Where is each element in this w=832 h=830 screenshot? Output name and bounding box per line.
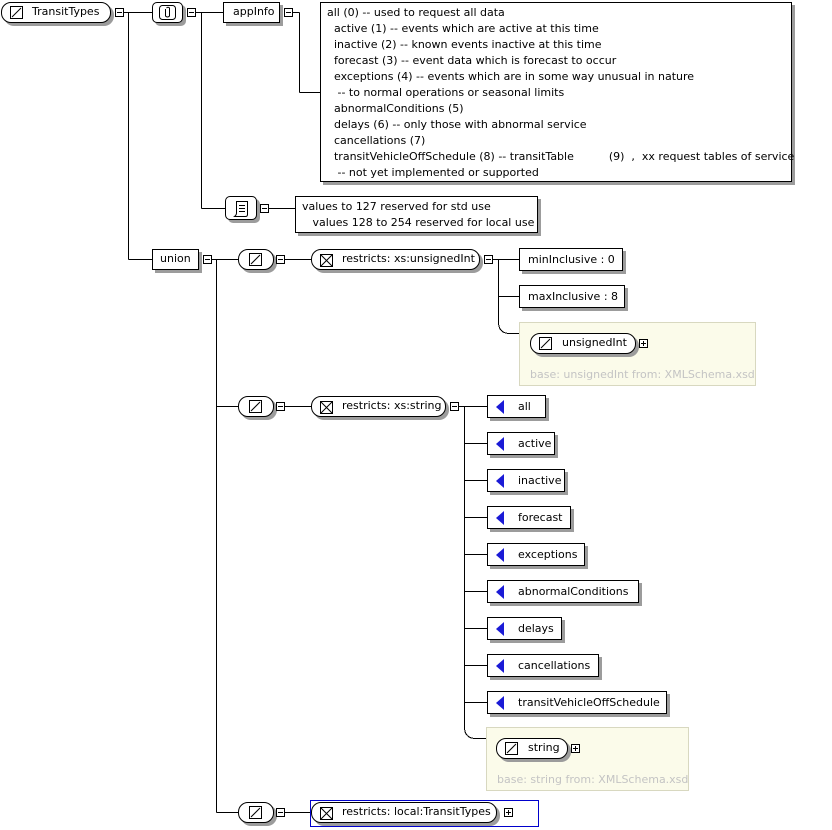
restriction-unsignedint-label: restricts: xs:unsignedInt [342, 252, 475, 265]
collapse-root-toggle[interactable] [115, 8, 124, 17]
paperclip-icon [159, 5, 176, 20]
appinfo-label: appInfo [233, 5, 275, 18]
base-string-note: base: string from: XMLSchema.xsd [497, 773, 689, 786]
appinfo-node[interactable]: appInfo [223, 2, 280, 23]
simpletype-node-3[interactable] [238, 802, 274, 823]
collapse-documentation-toggle[interactable] [260, 204, 269, 213]
enumeration-icon [496, 622, 504, 636]
collapse-restriction-1-toggle[interactable] [484, 255, 493, 264]
appinfo-content: all (0) -- used to request all data acti… [320, 2, 795, 182]
restriction-icon [320, 401, 333, 414]
enumeration-icon [496, 696, 504, 710]
enumeration-icon [496, 511, 504, 525]
enum-label: transitVehicleOffSchedule [518, 696, 660, 709]
enumeration-icon [496, 474, 504, 488]
root-simpletype-node[interactable]: TransitTypes [1, 2, 111, 23]
facet-max-inclusive[interactable]: maxInclusive : 8 [519, 285, 625, 308]
documentation-scroll-icon [233, 201, 248, 217]
appinfo-line: delays (6) -- only those with abnormal s… [327, 118, 587, 131]
collapse-simpletype-1-toggle[interactable] [276, 255, 285, 264]
collapse-simpletype-3-toggle[interactable] [276, 808, 285, 817]
restriction-local-transittypes-node[interactable]: restricts: local:TransitTypes [311, 802, 497, 823]
appinfo-line: inactive (2) -- known events inactive at… [327, 38, 602, 51]
simpletype-icon [249, 253, 262, 266]
enum-forecast[interactable]: forecast [487, 506, 571, 529]
base-string-node[interactable]: string [496, 738, 568, 759]
appinfo-line: -- to normal operations or seasonal limi… [327, 86, 565, 99]
enum-label: all [518, 400, 531, 413]
restriction-local-label: restricts: local:TransitTypes [342, 805, 491, 818]
base-string-panel: base: string from: XMLSchema.xsd [486, 727, 689, 791]
enum-label: inactive [518, 474, 562, 487]
base-unsignedint-note: base: unsignedInt from: XMLSchema.xsd [530, 368, 755, 381]
facet-max-inclusive-label: maxInclusive : 8 [528, 290, 619, 303]
appinfo-line: abnormalConditions (5) [327, 102, 464, 115]
enum-label: abnormalConditions [518, 585, 629, 598]
collapse-simpletype-2-toggle[interactable] [276, 402, 285, 411]
enum-cancellations[interactable]: cancellations [487, 654, 599, 677]
union-label: union [160, 252, 191, 265]
union-node[interactable]: union [152, 249, 199, 270]
collapse-appinfo-toggle[interactable] [284, 8, 293, 17]
documentation-line: values to 127 reserved for std use [302, 200, 491, 213]
selection-outline [310, 800, 539, 827]
enum-label: delays [518, 622, 554, 635]
base-unsignedint-label: unsignedInt [562, 336, 627, 349]
enum-transit-vehicle-off-schedule[interactable]: transitVehicleOffSchedule [487, 691, 667, 714]
enum-label: exceptions [518, 548, 578, 561]
enumeration-icon [496, 548, 504, 562]
appinfo-line: -- not yet implemented or supported [327, 166, 539, 179]
enumeration-icon [496, 659, 504, 673]
simpletype-icon [539, 337, 552, 350]
restriction-icon [320, 254, 333, 267]
enum-label: forecast [518, 511, 563, 524]
enum-all[interactable]: all [487, 395, 546, 418]
enumeration-icon [496, 400, 504, 414]
enum-label: cancellations [518, 659, 591, 672]
collapse-annotation-toggle[interactable] [187, 8, 196, 17]
enumeration-icon [496, 437, 504, 451]
expand-restriction-3-toggle[interactable] [504, 808, 513, 817]
collapse-restriction-2-toggle[interactable] [450, 402, 459, 411]
documentation-node[interactable] [225, 196, 257, 220]
restriction-string-label: restricts: xs:string [342, 399, 442, 412]
appinfo-line: exceptions (4) -- events which are in so… [327, 70, 695, 83]
enumeration-icon [496, 585, 504, 599]
appinfo-line: cancellations (7) [327, 134, 426, 147]
base-string-label: string [528, 741, 560, 754]
expand-base-unsignedint-toggle[interactable] [639, 339, 648, 348]
simpletype-node-2[interactable] [238, 396, 274, 417]
root-type-name: TransitTypes [32, 5, 100, 18]
restriction-string-node[interactable]: restricts: xs:string [311, 396, 446, 417]
expand-base-string-toggle[interactable] [571, 744, 580, 753]
facet-min-inclusive-label: minInclusive : 0 [528, 253, 615, 266]
base-unsignedint-node[interactable]: unsignedInt [530, 333, 636, 354]
simpletype-icon [249, 400, 262, 413]
appinfo-line: forecast (3) -- event data which is fore… [327, 54, 617, 67]
restriction-unsignedint-node[interactable]: restricts: xs:unsignedInt [311, 249, 480, 270]
base-unsignedint-panel: base: unsignedInt from: XMLSchema.xsd [519, 322, 756, 386]
simpletype-icon [10, 6, 23, 19]
enum-inactive[interactable]: inactive [487, 469, 565, 492]
documentation-line: values 128 to 254 reserved for local use [302, 216, 535, 229]
documentation-content: values to 127 reserved for std use value… [295, 196, 538, 233]
enum-label: active [518, 437, 552, 450]
simpletype-icon [505, 742, 518, 755]
appinfo-line: active (1) -- events which are active at… [327, 22, 599, 35]
enum-active[interactable]: active [487, 432, 555, 455]
simpletype-node-1[interactable] [238, 249, 274, 270]
facet-min-inclusive[interactable]: minInclusive : 0 [519, 248, 623, 271]
enum-delays[interactable]: delays [487, 617, 562, 640]
collapse-union-toggle[interactable] [203, 255, 212, 264]
enum-abnormal-conditions[interactable]: abnormalConditions [487, 580, 639, 603]
simpletype-icon [249, 806, 262, 819]
appinfo-line: all (0) -- used to request all data [327, 6, 505, 19]
annotation-node[interactable] [152, 2, 183, 23]
restriction-icon [320, 807, 333, 820]
appinfo-line: transitVehicleOffSchedule (8) -- transit… [327, 150, 795, 163]
enum-exceptions[interactable]: exceptions [487, 543, 585, 566]
